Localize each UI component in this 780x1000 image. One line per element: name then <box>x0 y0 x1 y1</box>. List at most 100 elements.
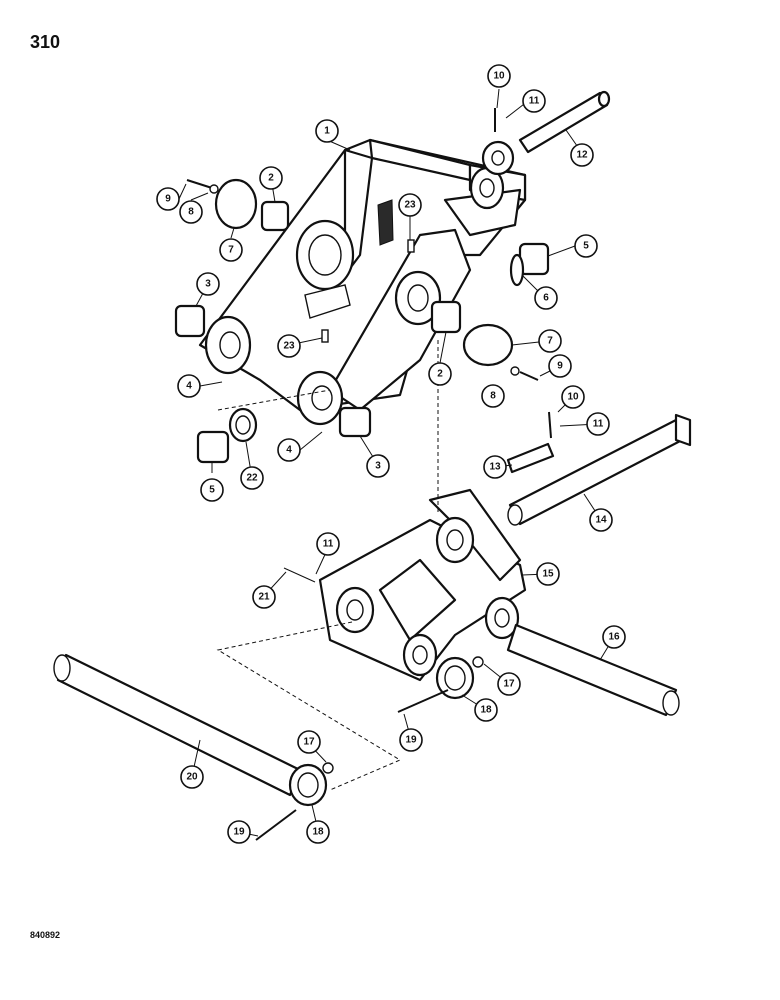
callout-label: 23 <box>404 200 416 211</box>
callout-label: 1 <box>324 126 330 137</box>
callout: 23 <box>398 193 422 217</box>
callout-label: 11 <box>593 419 604 430</box>
callout: 15 <box>536 562 560 586</box>
swing-frame <box>198 138 527 426</box>
callout-label: 21 <box>258 592 270 603</box>
callout: 11 <box>522 89 546 113</box>
bolt-19-left <box>255 809 297 841</box>
callout: 6 <box>534 286 558 310</box>
callout: 9 <box>156 187 180 211</box>
nut-17-left <box>322 762 334 774</box>
callout-label: 14 <box>595 515 607 526</box>
callout: 7 <box>538 329 562 353</box>
callout: 10 <box>561 385 585 409</box>
callout-label: 18 <box>480 705 492 716</box>
bushing-3-left <box>174 304 206 338</box>
callout: 5 <box>574 234 598 258</box>
grease-fitting-23-lower <box>321 329 329 343</box>
callout-label: 8 <box>188 207 194 218</box>
callout: 23 <box>277 334 301 358</box>
plate-7-lower <box>462 323 514 367</box>
callout: 2 <box>428 362 452 386</box>
plate-7-upper <box>214 178 258 230</box>
callout-label: 10 <box>493 71 505 82</box>
bolt-9-upper <box>186 179 213 189</box>
washer-22 <box>228 407 258 443</box>
collar-18-right <box>435 656 475 700</box>
callout: 22 <box>240 466 264 490</box>
collar-18-left <box>288 763 328 807</box>
callout-label: 5 <box>209 485 215 496</box>
collar-10-upper <box>481 140 515 176</box>
bushing-5-right <box>518 242 550 276</box>
callout-label: 4 <box>286 445 292 456</box>
callout-label: 18 <box>312 827 324 838</box>
callout-label: 7 <box>547 336 553 347</box>
callout: 16 <box>602 625 626 649</box>
callout: 11 <box>316 532 340 556</box>
pin-14 <box>507 413 692 526</box>
callout: 17 <box>497 672 521 696</box>
callout: 21 <box>252 585 276 609</box>
callout-label: 17 <box>303 737 315 748</box>
callout: 9 <box>548 354 572 378</box>
callout-label: 3 <box>205 279 211 290</box>
callout: 2 <box>259 166 283 190</box>
callout-label: 3 <box>375 461 381 472</box>
callout: 19 <box>399 728 423 752</box>
callout: 18 <box>306 820 330 844</box>
callout: 19 <box>227 820 251 844</box>
callout: 3 <box>366 454 390 478</box>
pin-13 <box>506 442 555 474</box>
callout-label: 19 <box>233 827 245 838</box>
bushing-3-bottom <box>338 406 372 438</box>
callout: 3 <box>196 272 220 296</box>
callout-label: 12 <box>576 150 588 161</box>
callout-label: 19 <box>405 735 417 746</box>
grease-fitting-23-upper <box>407 239 415 253</box>
callout: 1 <box>315 119 339 143</box>
callout: 20 <box>180 765 204 789</box>
bushing-2-lower <box>430 300 462 334</box>
bolt-19-right <box>397 689 449 713</box>
callout-label: 11 <box>529 96 540 107</box>
callout: 11 <box>586 412 610 436</box>
pin-21 <box>283 567 316 583</box>
pin-16 <box>506 623 680 717</box>
pin-12 <box>518 90 611 154</box>
callout-label: 15 <box>542 569 554 580</box>
bolt-9-lower <box>519 371 539 381</box>
callout: 4 <box>277 438 301 462</box>
callout-label: 10 <box>567 392 579 403</box>
callout-label: 13 <box>489 462 501 473</box>
callout-label: 2 <box>268 173 274 184</box>
nut-8-upper <box>209 184 219 194</box>
callout-label: 22 <box>246 473 258 484</box>
callout-label: 7 <box>228 245 234 256</box>
callout: 14 <box>589 508 613 532</box>
callout: 10 <box>487 64 511 88</box>
callout-label: 23 <box>283 341 295 352</box>
callout-label: 16 <box>608 632 620 643</box>
sub-frame <box>318 488 527 682</box>
bushing-2-upper <box>260 200 290 232</box>
callout-label: 17 <box>503 679 515 690</box>
callout-label: 8 <box>490 391 496 402</box>
shim-6 <box>509 253 525 287</box>
callout: 13 <box>483 455 507 479</box>
callout: 8 <box>179 200 203 224</box>
callout-label: 9 <box>165 194 171 205</box>
callout-label: 11 <box>323 539 334 550</box>
pin-10-lower <box>548 411 552 439</box>
callout: 8 <box>481 384 505 408</box>
callout: 5 <box>200 478 224 502</box>
callout-label: 4 <box>186 381 192 392</box>
callout: 17 <box>297 730 321 754</box>
page-number: 310 <box>30 32 61 52</box>
callouts: 1 2 2 3 3 4 4 5 5 6 7 7 8 8 9 9 10 10 11… <box>156 64 626 844</box>
callout: 18 <box>474 698 498 722</box>
drawing-code: 840892 <box>30 930 61 940</box>
callout-label: 6 <box>543 293 549 304</box>
callout: 4 <box>177 374 201 398</box>
